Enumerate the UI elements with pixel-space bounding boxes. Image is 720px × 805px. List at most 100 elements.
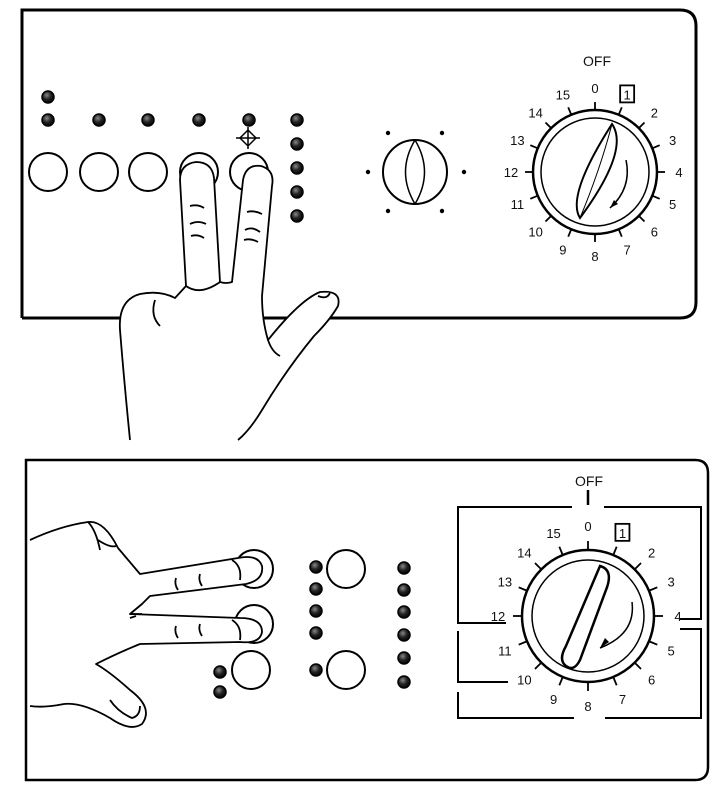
top-temperature-knob[interactable] bbox=[365, 130, 467, 214]
dial-number-2: 2 bbox=[648, 545, 655, 560]
dial-number-text: 10 bbox=[517, 673, 531, 688]
dial-tick bbox=[651, 194, 661, 200]
dial-number-text: 12 bbox=[504, 165, 518, 180]
top-programme-dial[interactable] bbox=[531, 108, 659, 236]
dial-number-text: 7 bbox=[619, 692, 626, 707]
dial-number-8: 8 bbox=[584, 699, 591, 714]
dial-number-15: 15 bbox=[556, 87, 570, 102]
dial-tick bbox=[529, 144, 539, 150]
dial-number-text: 1 bbox=[619, 526, 626, 541]
dial-number-text: 3 bbox=[669, 133, 676, 148]
program-button-1[interactable] bbox=[28, 152, 68, 192]
dial-number-text: 9 bbox=[559, 243, 566, 258]
top-dial-ticks bbox=[525, 102, 665, 242]
dial-number-13: 13 bbox=[498, 575, 512, 590]
dial-number-11: 11 bbox=[511, 197, 525, 212]
dial-number-text: 0 bbox=[591, 81, 598, 96]
dial-number-text: 10 bbox=[528, 224, 542, 239]
dial-number-5: 5 bbox=[668, 643, 675, 658]
dial-number-9: 9 bbox=[550, 692, 557, 707]
dial-number-7: 7 bbox=[619, 692, 626, 707]
dial-number-text: 11 bbox=[511, 197, 525, 212]
dial-number-text: 6 bbox=[651, 224, 658, 239]
dial-number-12: 12 bbox=[504, 165, 518, 180]
dial-number-text: 12 bbox=[491, 609, 505, 624]
dial-number-text: 15 bbox=[556, 87, 570, 102]
dial-surround-frame bbox=[457, 506, 702, 719]
dial-number-text: 1 bbox=[624, 87, 631, 102]
dial-number-7: 7 bbox=[624, 243, 631, 258]
dial-number-4: 4 bbox=[675, 165, 682, 180]
dial-tick bbox=[558, 546, 564, 556]
dial-tick bbox=[518, 640, 528, 646]
dial-number-text: 5 bbox=[669, 197, 676, 212]
dial-number-text: 13 bbox=[498, 575, 512, 590]
dial-number-text: 8 bbox=[584, 699, 591, 714]
dial-number-11: 11 bbox=[498, 643, 512, 658]
dial-tick bbox=[544, 121, 552, 129]
dial-number-8: 8 bbox=[591, 249, 598, 264]
dial-number-text: 7 bbox=[624, 243, 631, 258]
dial-number-text: 9 bbox=[550, 692, 557, 707]
hand-illustration-bottom bbox=[29, 521, 264, 728]
dial-number-text: 13 bbox=[510, 133, 524, 148]
dial-number-text: 2 bbox=[648, 545, 655, 560]
dial-number-text: 0 bbox=[584, 519, 591, 534]
dial-number-15: 15 bbox=[546, 526, 560, 541]
bottom-program-button-4[interactable] bbox=[326, 549, 366, 589]
dial-tick bbox=[648, 640, 658, 646]
dial-tick bbox=[529, 194, 539, 200]
dial-number-text: 15 bbox=[546, 526, 560, 541]
dial-number-text: 4 bbox=[674, 609, 681, 624]
dial-tick bbox=[638, 215, 646, 223]
dial-number-text: 5 bbox=[668, 643, 675, 658]
dial-number-14: 14 bbox=[528, 106, 542, 121]
dial-number-3: 3 bbox=[668, 575, 675, 590]
dial-tick bbox=[634, 562, 642, 570]
program-button-2[interactable] bbox=[79, 152, 119, 192]
bottom-indicator-lights bbox=[213, 560, 411, 699]
dial-tick bbox=[534, 662, 542, 670]
bottom-panel-outline bbox=[24, 458, 710, 782]
dial-tick bbox=[634, 662, 642, 670]
dial-number-0: 0 bbox=[584, 519, 591, 534]
bottom-program-button-5[interactable] bbox=[326, 650, 366, 690]
program-button-3[interactable] bbox=[128, 152, 168, 192]
dial-number-9: 9 bbox=[559, 243, 566, 258]
dial-number-14: 14 bbox=[517, 545, 531, 560]
dial-number-2: 2 bbox=[651, 106, 658, 121]
dial-number-box bbox=[619, 84, 636, 104]
dial-number-text: 11 bbox=[498, 643, 512, 658]
dial-number-6: 6 bbox=[648, 673, 655, 688]
dial-tick bbox=[648, 586, 658, 592]
dial-tick bbox=[638, 121, 646, 129]
dial-number-text: 14 bbox=[528, 106, 542, 121]
diamond-symbol-icon bbox=[236, 127, 260, 149]
dial-tick bbox=[651, 144, 661, 150]
dial-tick bbox=[518, 586, 528, 592]
dial-number-text: 6 bbox=[648, 673, 655, 688]
dial-number-text: 14 bbox=[517, 545, 531, 560]
dial-number-6: 6 bbox=[651, 224, 658, 239]
dial-number-10: 10 bbox=[528, 224, 542, 239]
bottom-dial-ticks bbox=[513, 541, 663, 691]
dial-tick bbox=[567, 106, 573, 116]
dial-tick bbox=[567, 228, 573, 238]
dial-tick bbox=[617, 106, 623, 116]
bottom-dial-off-label: OFF bbox=[575, 473, 603, 489]
top-panel-outline bbox=[20, 8, 698, 320]
dial-tick bbox=[558, 676, 564, 686]
dial-number-5: 5 bbox=[669, 197, 676, 212]
bottom-programme-dial[interactable] bbox=[520, 548, 656, 684]
dial-number-1: 1 bbox=[614, 522, 631, 542]
dial-number-text: 2 bbox=[651, 106, 658, 121]
dial-tick bbox=[534, 562, 542, 570]
bottom-program-button-3[interactable] bbox=[231, 650, 271, 690]
dial-number-box bbox=[614, 522, 631, 542]
dial-number-text: 3 bbox=[668, 575, 675, 590]
dial-number-1: 1 bbox=[619, 84, 636, 104]
dial-tick bbox=[612, 676, 618, 686]
